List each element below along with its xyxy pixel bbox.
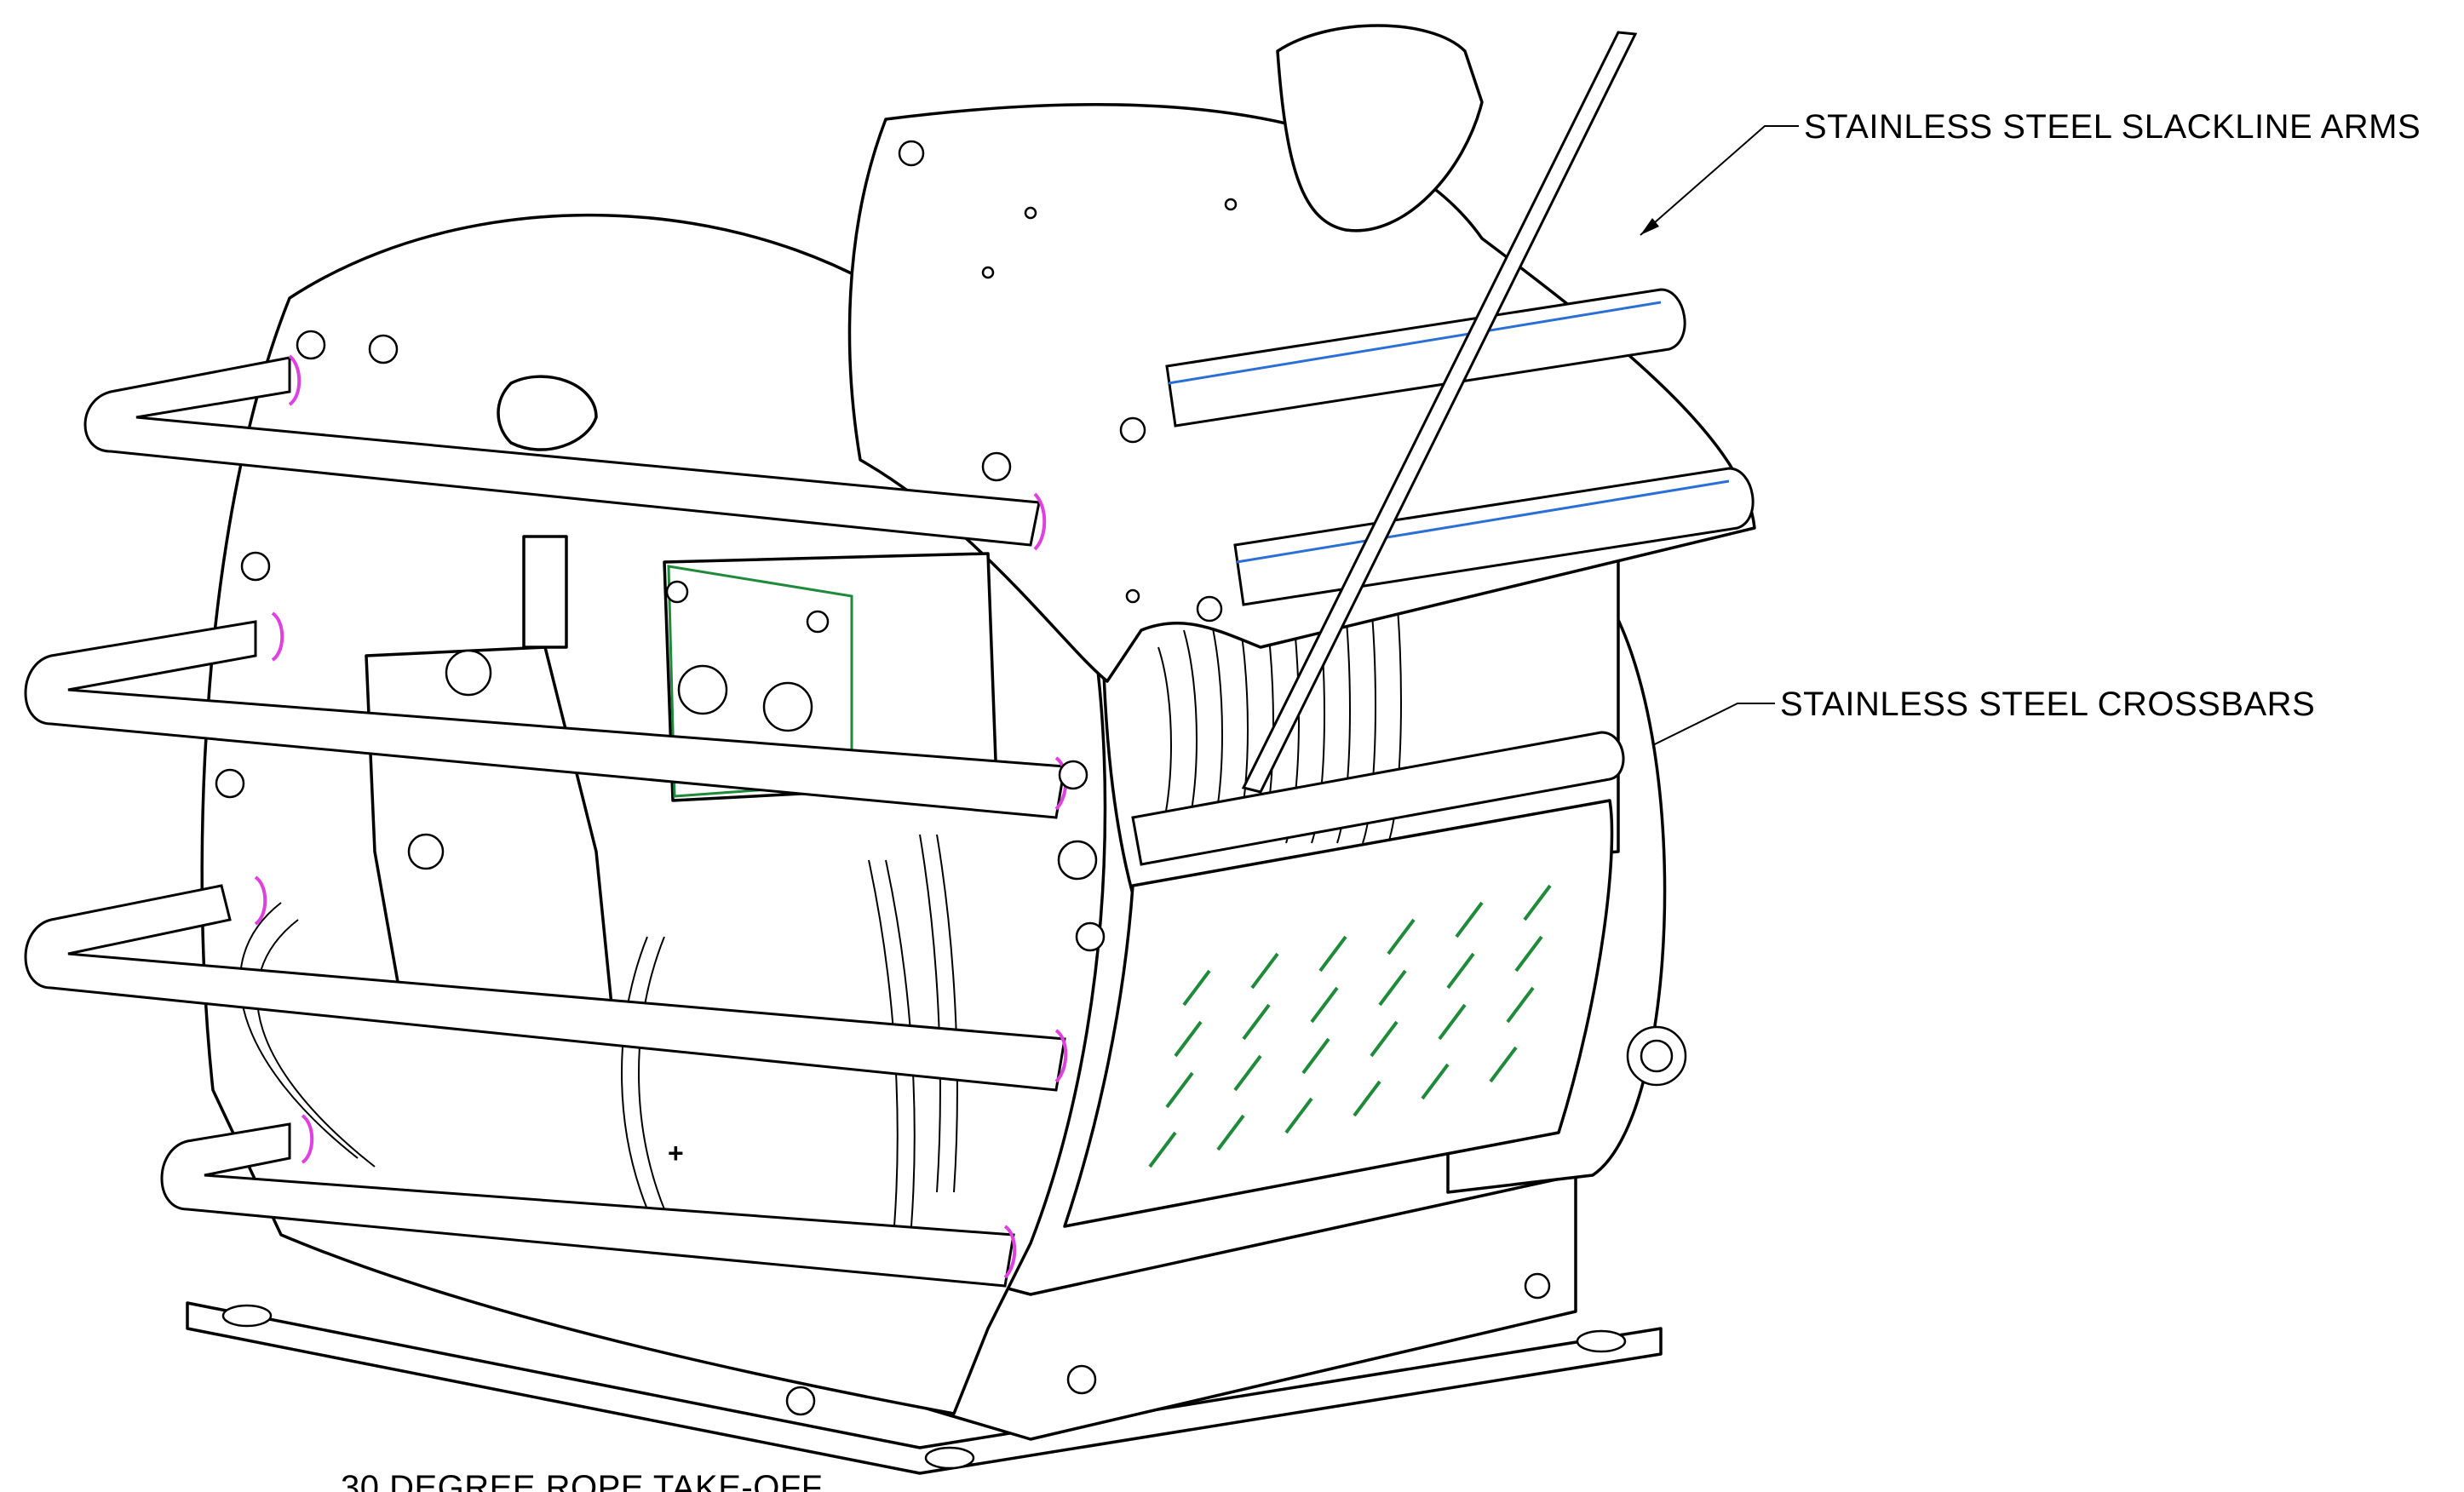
roll-cage: [24, 356, 1066, 1288]
callout-rope-takeoff: 30 DEGREE ROPE TAKE-OFF: [341, 1469, 823, 1492]
terminal-positive-icon: +: [668, 1138, 684, 1168]
plate-bolts: [215, 330, 1551, 1416]
rope-rod: [1241, 31, 1638, 794]
leader-slackline-arms: [1640, 125, 1799, 236]
callout-crossbars: STAINLESS STEEL CROSSBARS: [1780, 686, 2315, 723]
crossbar: [1131, 731, 1625, 866]
hydraulic-hoses: [239, 834, 958, 1227]
perforated-guard: [1063, 799, 1614, 1228]
weld-highlights: [254, 354, 1068, 1279]
callout-slackline-arms: STAINLESS STEEL SLACKLINE ARMS: [1804, 108, 2421, 146]
